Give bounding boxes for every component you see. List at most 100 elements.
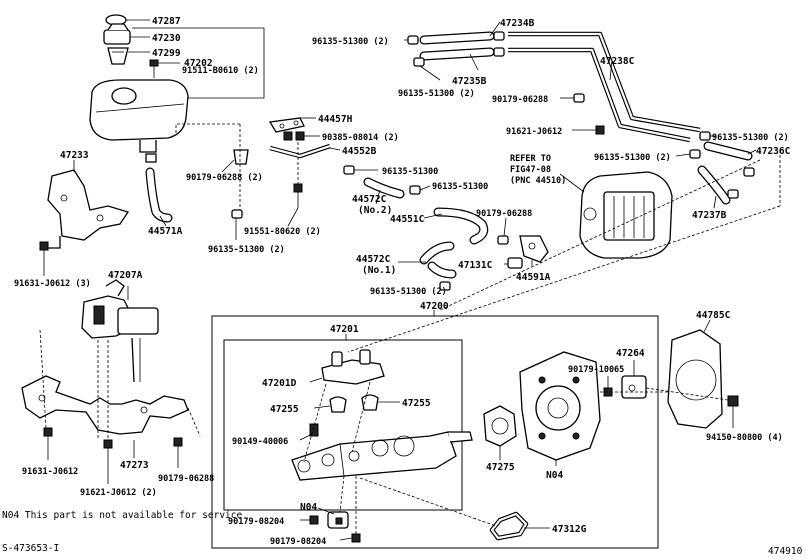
- label-44591a: 44591A: [516, 272, 551, 283]
- hose-47236c: [703, 141, 753, 161]
- label-47255-b: 47255: [402, 398, 431, 409]
- bolt-90385: [283, 131, 305, 141]
- bolt-91621-b: [103, 439, 113, 484]
- label-44785c: 44785C: [696, 310, 731, 321]
- hose-44572c-no2: [363, 177, 405, 199]
- label-47201: 47201: [330, 324, 359, 335]
- label-90179-06288-c: 90179-06288: [476, 209, 532, 219]
- bracket-44457h: [268, 117, 305, 133]
- nut-94150: [727, 395, 739, 428]
- hose-44551c: [433, 207, 489, 245]
- label-90179-10065: 90179-10065: [568, 365, 624, 375]
- clip-right-c: [727, 167, 755, 199]
- screw-91551: [293, 183, 303, 208]
- vacuum-hose-47312g: [489, 511, 529, 541]
- label-n04-booster: N04: [546, 470, 563, 481]
- clip-top-b: [413, 47, 505, 67]
- reservoir-screw: [149, 59, 159, 78]
- label-47237b: 47237B: [692, 210, 727, 221]
- grommet-90179: [233, 149, 249, 165]
- label-n04-lower: N04: [300, 502, 317, 513]
- label-96135-51300-2a: 96135-51300 (2): [208, 245, 285, 255]
- clevis-47264: [621, 375, 647, 399]
- hose-clip-96135: [231, 209, 243, 219]
- label-44551c: 44551C: [390, 214, 425, 225]
- label-90179-06288-2: 90179-06288 (2): [186, 173, 263, 183]
- label-47233: 47233: [60, 150, 89, 161]
- label-refer-fig: FIG47-08: [510, 165, 551, 175]
- label-47202: 47202: [184, 58, 213, 69]
- pin-90149: [309, 423, 319, 437]
- label-90179-08204-a: 90179-08204: [228, 517, 284, 527]
- clip-96135-b: [409, 185, 421, 195]
- assembly-box-47200: [211, 315, 659, 549]
- clamp-44591a: [519, 235, 549, 263]
- union-47131c: [507, 257, 523, 269]
- label-47230: 47230: [152, 33, 181, 44]
- label-no1: (No.1): [362, 265, 396, 276]
- footnote-n04: N04 This part is not available for servi…: [2, 510, 243, 521]
- valve-n04-lower: [327, 511, 349, 529]
- grommet-90179-d: [573, 93, 585, 103]
- brake-booster-sensor-47207a: [81, 279, 159, 383]
- strainer: [107, 47, 129, 65]
- label-96135-51300-2e: 96135-51300 (2): [712, 133, 789, 143]
- clip-96135-c: [439, 281, 451, 291]
- label-91631-j0612: 91631-J0612: [22, 467, 78, 477]
- hose-47235b: [419, 47, 495, 61]
- label-90149: 90149-40006: [232, 437, 288, 447]
- label-47238c: 47238C: [600, 56, 635, 67]
- label-44457h: 44457H: [318, 114, 353, 125]
- label-90385: 90385-08014 (2): [322, 133, 399, 143]
- abs-actuator-reference: [579, 171, 673, 259]
- bolt-91621-a: [595, 125, 605, 135]
- brake-tube-47238c: [508, 31, 701, 143]
- plug-47255-a: [329, 396, 347, 413]
- brake-booster-n04: [519, 351, 601, 461]
- label-47299: 47299: [152, 48, 181, 59]
- nut-90179-08204-a: [309, 515, 319, 525]
- reservoir-cap: [103, 23, 131, 45]
- label-96135-51300-2d: 96135-51300 (2): [398, 89, 475, 99]
- hose-47234b: [419, 31, 495, 45]
- clip-right-b: [689, 149, 701, 159]
- label-47287: 47287: [152, 16, 181, 27]
- clip-right-a: [699, 131, 711, 141]
- label-90179-08204-b: 90179-08204: [270, 537, 326, 547]
- label-91621-j0612-2: 91621-J0612 (2): [80, 488, 157, 498]
- bolt-91631: [43, 427, 53, 460]
- label-47235b: 47235B: [452, 76, 487, 87]
- label-90179-06288-e: 90179-06288: [158, 474, 214, 484]
- bracket-bolt: [39, 241, 49, 251]
- subassembly-box-47201: [223, 339, 463, 511]
- clip-top-a: [407, 31, 505, 45]
- label-44572c-no1: 44572C: [356, 254, 391, 265]
- label-96135-51300-2c: 96135-51300 (2): [312, 37, 389, 47]
- label-47255-a: 47255: [270, 404, 299, 415]
- grommet-90179-c: [497, 235, 509, 245]
- gasket-44785c: [667, 329, 723, 429]
- sheet-id: S-473653-I: [2, 543, 60, 554]
- clip-96135-a: [343, 165, 355, 175]
- label-refer-pnc: (PNC 44510): [510, 176, 566, 186]
- figure-number: 474910: [768, 546, 803, 557]
- label-47275: 47275: [486, 462, 515, 473]
- label-96135-51300-b: 96135-51300: [432, 182, 488, 192]
- label-91631-j0612-3: 91631-J0612 (3): [14, 279, 91, 289]
- hose-47237b: [697, 165, 731, 205]
- label-47312g: 47312G: [552, 524, 587, 535]
- pedal-bracket-47273: [21, 375, 189, 435]
- nut-90179-e: [173, 437, 183, 468]
- label-47200: 47200: [420, 301, 449, 312]
- label-94150: 94150-80800 (4): [706, 433, 783, 443]
- label-47207a: 47207A: [108, 270, 143, 281]
- label-96135-51300-2f: 96135-51300 (2): [594, 153, 671, 163]
- gasket-47275: [483, 405, 517, 447]
- nut-90179-08204-b: [351, 533, 361, 543]
- reservoir-grommet-47201d: [321, 349, 385, 385]
- label-47234b: 47234B: [500, 18, 535, 29]
- label-47273: 47273: [120, 460, 149, 471]
- label-44572c-no2: 44572C: [352, 194, 387, 205]
